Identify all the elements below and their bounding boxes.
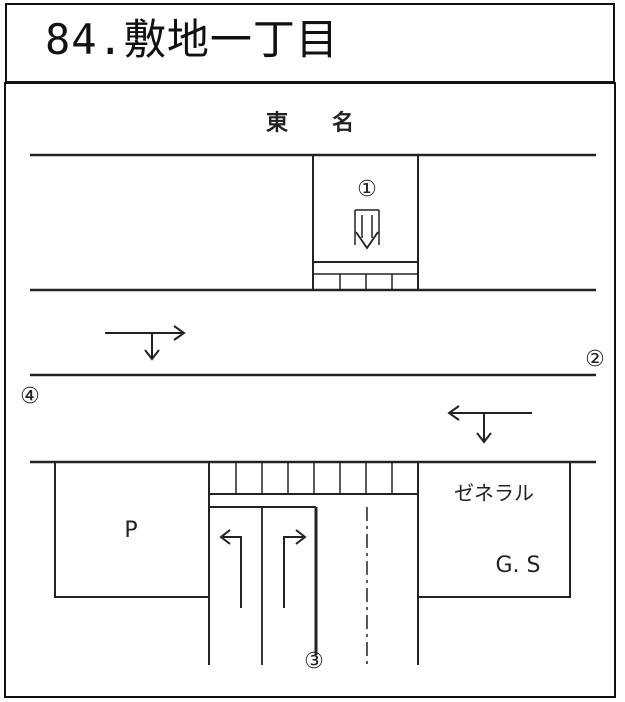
marker-2: ② [585,347,605,372]
right-turn-arrow-icon [283,529,307,608]
left-arrow-icon [447,405,532,444]
marker-3: ③ [304,649,324,674]
marker-4: ④ [20,384,40,409]
title-box: 84.敷地一丁目 [5,3,615,83]
diagram-border [4,82,616,698]
page-title: 84.敷地一丁目 [45,15,339,64]
gas-station-block [417,461,571,598]
right-arrow-icon [105,325,186,361]
gas-station-name: ゼネラル [454,481,534,505]
road-name-label: 東 名 [266,110,354,136]
down-arrow-icon [354,209,380,250]
marker-1: ① [357,177,377,202]
left-turn-arrow-icon [219,529,242,608]
gas-station-abbrev: G. S [496,553,541,578]
parking-label: P [124,518,137,543]
